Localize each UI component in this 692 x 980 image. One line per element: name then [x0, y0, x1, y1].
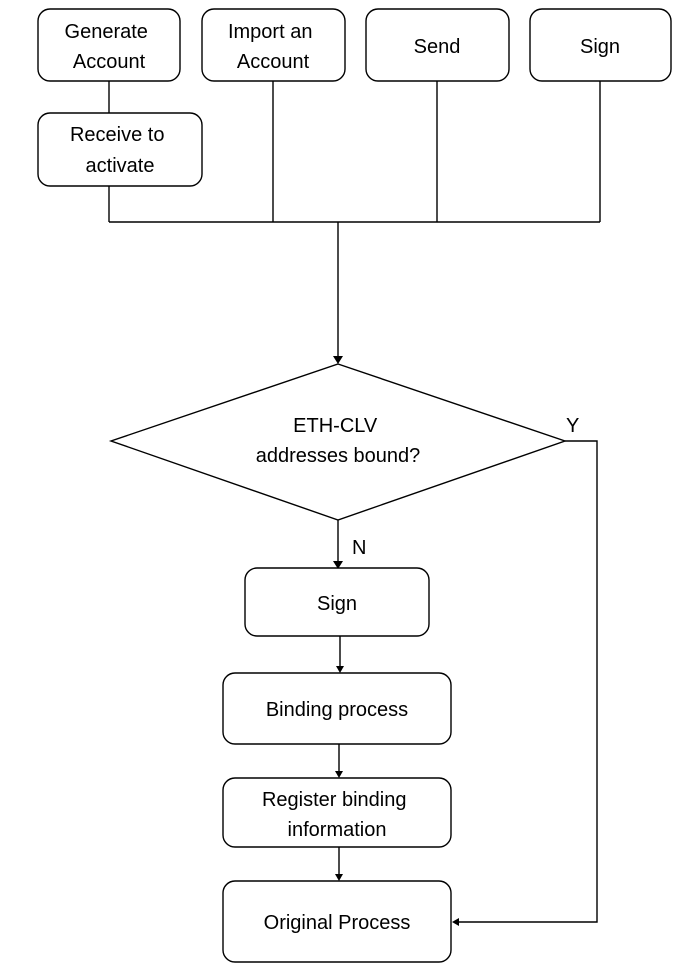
sign-top-node: Sign — [529, 8, 672, 82]
svg-text:ETH-CLV addresses bound?: ETH-CLV addresses bound? — [256, 415, 421, 467]
arrowhead-original-yes — [452, 918, 459, 926]
svg-text:Sign: Sign — [580, 36, 620, 58]
original-process-node: Original Process — [222, 880, 452, 963]
arrowhead-binding — [336, 666, 344, 673]
decision-line-1: ETH-CLV — [293, 415, 378, 437]
generate-account-node: Generate Account — [37, 8, 181, 82]
import-account-line-2: Account — [237, 51, 310, 73]
binding-process-label: Binding process — [266, 699, 408, 721]
svg-text:Receive to activate: Receive to activate — [70, 124, 170, 177]
connectors — [108, 81, 601, 926]
svg-text:Generate Account: Generate Account — [65, 21, 154, 73]
generate-account-line-1: Generate — [65, 21, 148, 43]
decision-node: ETH-CLV addresses bound? — [108, 363, 568, 521]
send-label: Send — [414, 36, 461, 58]
register-binding-node: Register binding information — [222, 777, 452, 848]
svg-text:Original Process: Original Process — [264, 912, 411, 934]
generate-account-line-2: Account — [73, 51, 146, 73]
sign-top-label: Sign — [580, 36, 620, 58]
arrowhead-decision — [333, 356, 343, 364]
receive-line-2: activate — [86, 155, 155, 177]
send-node: Send — [365, 8, 510, 82]
register-line-2: information — [288, 819, 387, 841]
receive-line-1: Receive to — [70, 124, 165, 146]
arrowhead-register — [335, 771, 343, 778]
arrowhead-original — [335, 874, 343, 881]
svg-text:Send: Send — [414, 36, 461, 58]
sign-node: Sign — [244, 567, 430, 637]
register-line-1: Register binding — [262, 789, 407, 811]
import-account-line-1: Import an — [228, 21, 312, 43]
edge-decision-yes-to-original — [459, 440, 598, 923]
binding-process-node: Binding process — [222, 672, 452, 745]
branch-label-yes: Y — [566, 415, 579, 437]
decision-line-2: addresses bound? — [256, 445, 421, 467]
import-account-node: Import an Account — [201, 8, 346, 82]
svg-text:Binding process: Binding process — [266, 699, 408, 721]
receive-to-activate-node: Receive to activate — [37, 112, 203, 187]
svg-text:Import an Account: Import an Account — [228, 21, 318, 73]
sign-label: Sign — [317, 593, 357, 615]
arrowhead-sign — [333, 561, 343, 569]
original-process-label: Original Process — [264, 912, 411, 934]
svg-text:Sign: Sign — [317, 593, 357, 615]
branch-label-no: N — [352, 537, 366, 559]
svg-text:Register binding informa: Register binding information — [262, 789, 412, 841]
